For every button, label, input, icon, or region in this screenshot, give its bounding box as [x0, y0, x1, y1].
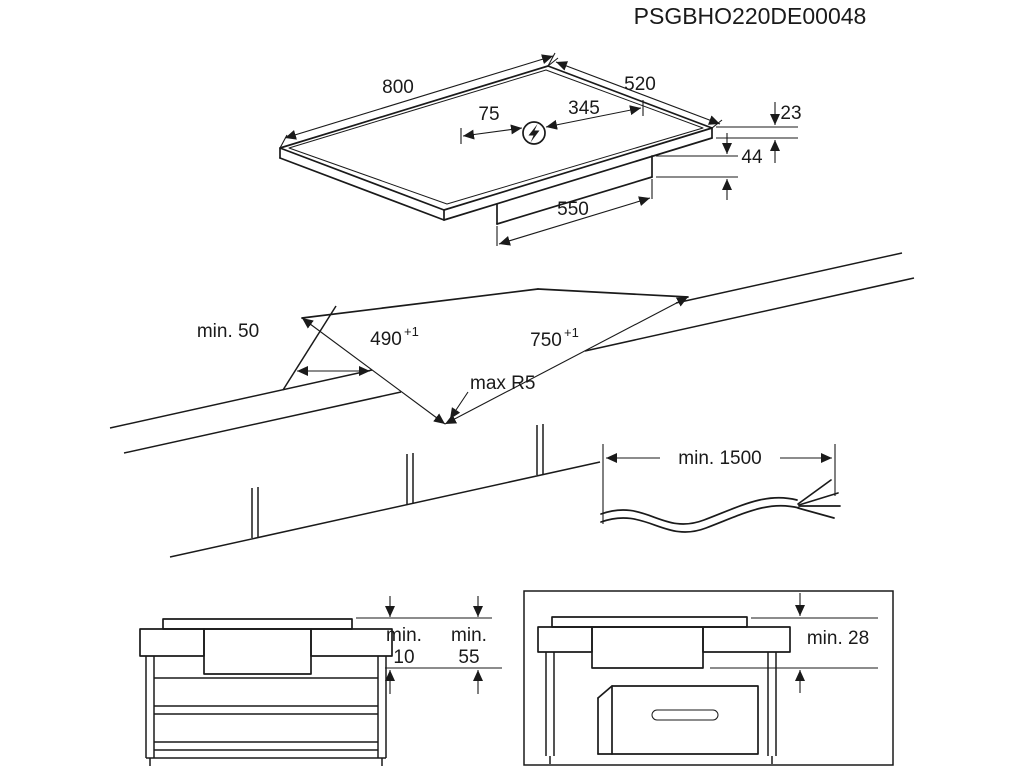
dim-cable-b-label: 345: [568, 98, 600, 119]
dim-side-clearance-label: min. 50: [197, 321, 259, 342]
worktop-edge: [675, 252, 903, 304]
dim-body-height-label: 44: [741, 147, 763, 168]
worktop-section: [139, 628, 205, 657]
hob-glass-section: [162, 618, 353, 630]
dim-cable-a-line: [462, 124, 523, 140]
dim-cutout-depth-tolerance: +1: [404, 324, 419, 339]
dim-glass-height-label: 23: [780, 103, 801, 124]
worktop-section: [310, 628, 393, 657]
oven-front: [611, 685, 759, 755]
dim-cable-b-line: [545, 105, 642, 130]
lightning-bolt-icon: [522, 121, 546, 145]
worktop-side-edge: [282, 305, 337, 391]
worktop-cutout-view: min. 50 490 +1 750 +1 max R5: [109, 252, 915, 558]
oven-section-border: [523, 590, 894, 766]
cable-wire-end: [797, 507, 835, 519]
mains-cable: [600, 496, 798, 525]
clearance-right-label: min.: [451, 625, 487, 646]
document-code: PSGBHO220DE00048: [634, 3, 867, 29]
ext-line: [547, 52, 556, 67]
cable-length-dimension: min. 1500: [600, 444, 841, 533]
corner-radius-label: max R5: [470, 373, 535, 394]
hob-body-section: [591, 626, 704, 669]
glass-edge: [279, 157, 445, 221]
dim-width-line: [284, 54, 554, 140]
dim-oven-clearance-label: min. 28: [807, 628, 869, 649]
dim-depth-label: 520: [624, 74, 656, 95]
mains-cable: [600, 504, 800, 533]
corner-radius-arrow: [449, 391, 469, 420]
dim-cutout-width-line: [444, 296, 689, 425]
hob-glass-section: [551, 616, 748, 628]
dim-cutout-width-label: 750: [530, 330, 562, 351]
ext-line: [547, 57, 559, 67]
dim-cutout-depth-label: 490: [370, 329, 402, 350]
dim-width-label: 800: [382, 77, 414, 98]
dim-body-width-line: [498, 196, 651, 246]
glass-edge: [443, 137, 713, 221]
dim-cutout-width-tolerance: +1: [564, 325, 579, 340]
section-view-oven: min. 28: [523, 590, 894, 766]
dim-body-width-label: 550: [557, 199, 589, 220]
worktop-edge: [123, 391, 402, 454]
section-view-cabinet: min. 10 min. 55: [139, 596, 502, 766]
hob-body-section: [203, 628, 312, 675]
oven-handle: [651, 709, 719, 721]
cabinet-base-line: [169, 461, 601, 558]
cutout-edge: [301, 288, 539, 319]
cutout-edge: [537, 288, 689, 298]
power-symbol-circle: [522, 121, 546, 145]
worktop-section: [702, 626, 791, 653]
dim-cable-length-label: min. 1500: [678, 448, 761, 469]
dim-depth-line: [555, 61, 721, 125]
worktop-edge: [109, 369, 373, 429]
worktop-edge: [584, 277, 915, 352]
clearance-right-value: 55: [458, 647, 479, 668]
clearance-left-value: 10: [393, 647, 414, 668]
cable-wire-end: [798, 492, 839, 506]
cable-wire-end: [797, 479, 832, 505]
dim-cutout-depth-line: [301, 317, 446, 425]
dim-cable-a-label: 75: [478, 104, 499, 125]
worktop-section: [537, 626, 593, 653]
clearance-left-label: min.: [386, 625, 422, 646]
power-symbol-bolt: [528, 124, 540, 143]
oven-side: [597, 685, 613, 699]
hob-isometric-view: 800 520 75 345 23 44 550: [279, 52, 802, 246]
